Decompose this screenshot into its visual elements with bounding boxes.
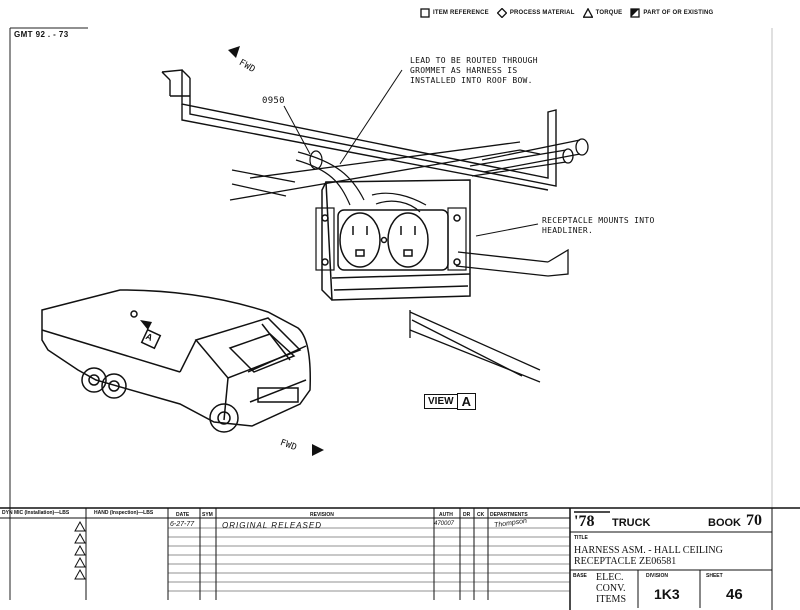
model-year: '78 (574, 513, 595, 530)
harness-wires (295, 150, 427, 213)
legend-part-of: PART OF OR EXISTING (630, 8, 713, 18)
legend: ITEM REFERENCE PROCESS MATERIAL TORQUE P… (420, 8, 713, 18)
base-value-line: ELEC. (596, 572, 624, 583)
view-label-letter: A (456, 393, 476, 410)
ck-header: CK (477, 512, 485, 518)
receptacle-note: RECEPTACLE MOUNTS INTO HEADLINER. (542, 216, 655, 236)
headliner-panel (229, 141, 569, 383)
book-label: BOOK (708, 517, 741, 529)
lead-note-line: GROMMET AS HARNESS IS (410, 66, 518, 75)
sheet-label: SHEET (706, 573, 723, 579)
legend-process-material: PROCESS MATERIAL (496, 8, 575, 18)
title-line-2: RECEPTACLE ZE06581 (574, 556, 677, 567)
title-block-grid (0, 507, 800, 610)
square-icon (420, 8, 430, 18)
base-value-line: CONV. (596, 583, 626, 594)
division-label: DIVISION (646, 573, 668, 579)
hand-label: HAND (Inspection)—LBS (94, 510, 154, 516)
legend-item-reference: ITEM REFERENCE (420, 8, 489, 18)
auth-header: AUTH (439, 512, 453, 518)
revision-header: REVISION (310, 512, 334, 518)
torque-triangles (74, 520, 86, 580)
revision-lines (168, 527, 570, 592)
revision-date: 6-27-77 (170, 521, 195, 528)
base-label: BASE (573, 573, 587, 579)
legend-label-torque: TORQUE (595, 10, 623, 16)
receptacle-box (315, 179, 471, 301)
fwd-arrow-top-icon (228, 46, 240, 58)
diamond-icon (496, 8, 507, 18)
legend-label-item-reference: ITEM REFERENCE (433, 10, 489, 16)
base-value-line: ITEMS (596, 594, 626, 605)
document-code: GMT 92 . - 73 (14, 30, 69, 39)
auth-value: 470007 (434, 521, 455, 527)
date-header: DATE (176, 512, 190, 518)
view-label-text: VIEW (424, 394, 458, 409)
vehicle-type: TRUCK (612, 517, 651, 529)
division-value: 1K3 (654, 586, 680, 602)
base-value: ELEC. CONV. ITEMS (596, 572, 626, 605)
part-number-label: 0950 (262, 96, 285, 106)
receptacle-note-line: HEADLINER. (542, 226, 594, 235)
legend-torque: TORQUE (582, 8, 623, 18)
view-direction-arrow-icon (140, 320, 162, 350)
legend-label-part-of: PART OF OR EXISTING (643, 10, 714, 16)
dyn-label: DYN MIC (Installation)—LBS (2, 510, 70, 516)
title-label: TITLE (574, 535, 588, 541)
departments-header: DEPARTMENTS (490, 512, 528, 518)
leader-lines (283, 69, 539, 237)
sym-header: SYM (202, 512, 213, 518)
title-line-1: HARNESS ASM. - HALL CEILING (574, 545, 723, 556)
van-illustration (41, 289, 311, 433)
fwd-arrow-bottom-icon (312, 444, 324, 456)
legend-label-process-material: PROCESS MATERIAL (509, 10, 575, 16)
half-filled-square-icon (630, 8, 640, 18)
receptacle-note-line: RECEPTACLE MOUNTS INTO (542, 216, 655, 225)
lead-note-line: INSTALLED INTO ROOF BOW. (410, 76, 533, 85)
lead-note: LEAD TO BE ROUTED THROUGH GROMMET AS HAR… (410, 56, 538, 86)
triangle-icon (582, 8, 593, 18)
book-number: 70 (746, 512, 762, 529)
view-a-label: VIEW A (424, 393, 476, 410)
sheet-value: 46 (726, 586, 743, 603)
lead-note-line: LEAD TO BE ROUTED THROUGH (410, 56, 538, 65)
conduit-tubes (469, 138, 589, 177)
revision-text: ORIGINAL RELEASED (222, 521, 322, 530)
dr-header: DR (463, 512, 471, 518)
